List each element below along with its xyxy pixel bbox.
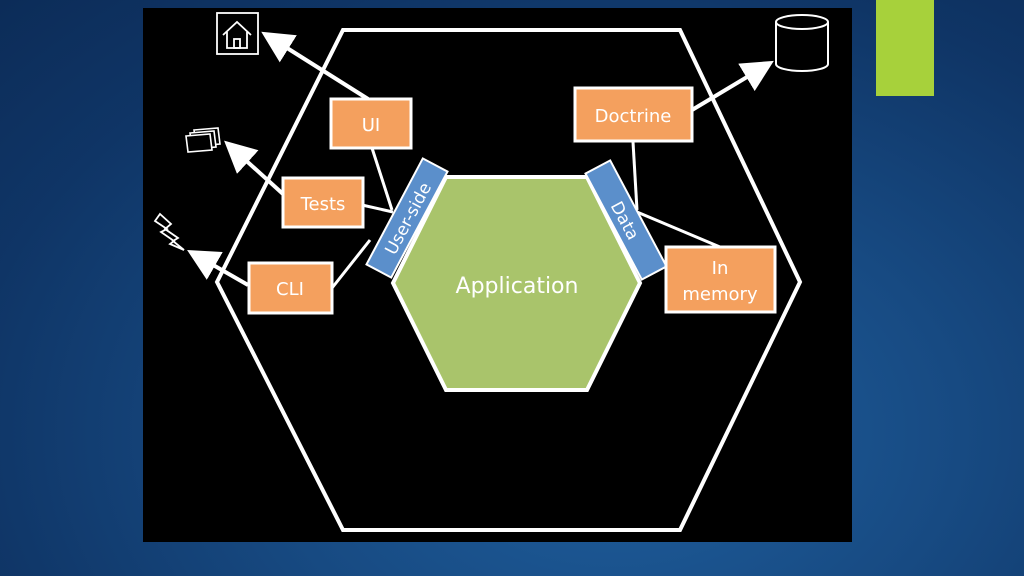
database-icon (775, 14, 829, 72)
adapter-ui: UI (329, 97, 413, 150)
adapter-cli-label: CLI (276, 279, 304, 300)
adapter-doctrine-label: Doctrine (595, 106, 672, 127)
ui-connector (370, 147, 394, 211)
lightning-icon (153, 212, 185, 251)
accent-bar (876, 0, 934, 96)
adapter-tests-label: Tests (300, 194, 346, 215)
doctrine-connector (631, 141, 639, 211)
tests-arrow (224, 140, 285, 196)
doctrine-arrow (690, 60, 774, 112)
application-label: Application (456, 274, 579, 299)
tests-connector (361, 203, 394, 214)
outer-hexagon (214, 28, 803, 532)
adapter-cli: CLI (247, 261, 334, 315)
adapter-in-memory: In memory (664, 245, 777, 314)
adapter-in-memory-line2: memory (682, 284, 758, 305)
documents-icon (185, 127, 221, 153)
adapter-ui-label: UI (362, 115, 380, 136)
arrows (187, 31, 774, 287)
ui-arrow (261, 31, 370, 101)
cli-connector (330, 239, 372, 289)
adapter-in-memory-line1: In (712, 258, 729, 279)
connector-lines (330, 141, 721, 289)
cli-arrow (187, 250, 249, 287)
adapter-doctrine: Doctrine (573, 86, 694, 143)
inmemory-connector (636, 210, 721, 249)
adapter-tests: Tests (281, 176, 365, 229)
house-icon (216, 12, 259, 55)
